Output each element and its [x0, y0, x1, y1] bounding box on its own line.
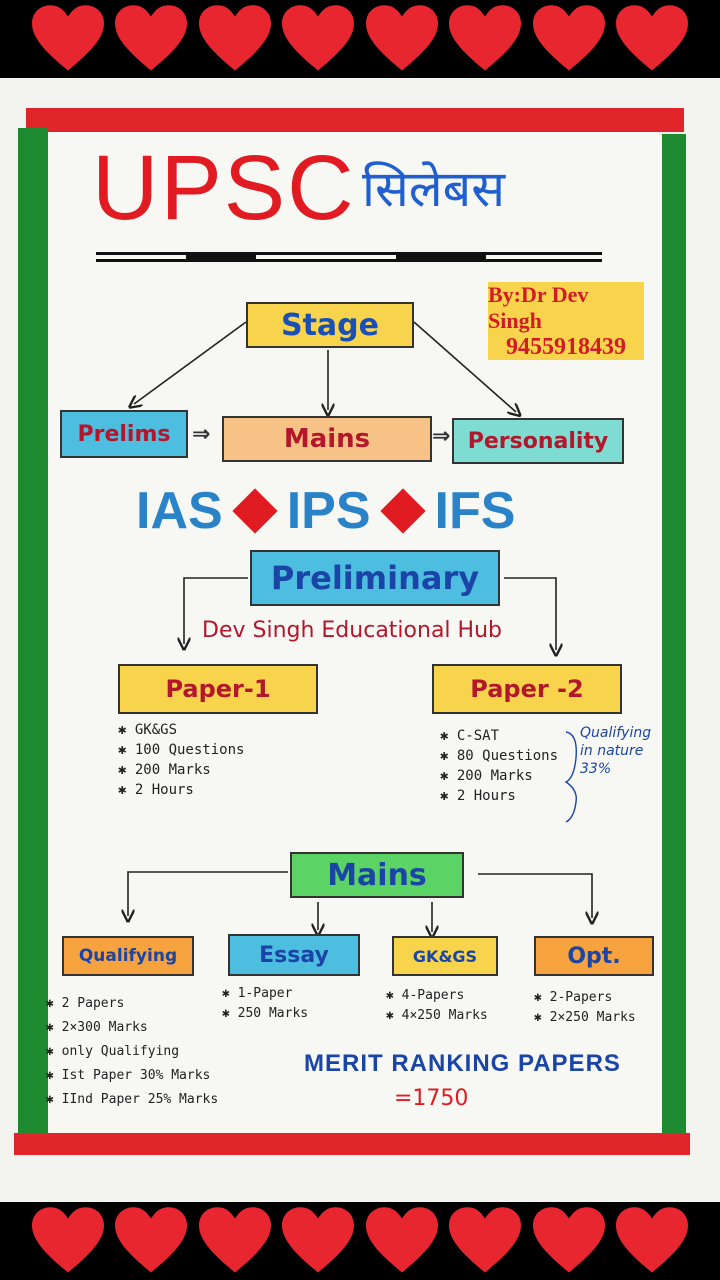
- optional-details: 2-Papers 2×250 Marks: [534, 988, 636, 1028]
- heart-icon: [532, 1207, 605, 1273]
- service-ifs: IFS: [434, 482, 516, 540]
- heart-icon: [31, 1207, 104, 1273]
- heart-icon: [198, 5, 271, 71]
- list-item: 2-Papers: [534, 988, 636, 1008]
- heart-icon: [282, 1207, 355, 1273]
- note-line: Qualifying: [580, 725, 652, 741]
- stage-mains: Mains: [222, 416, 432, 462]
- list-item: GK&GS: [118, 720, 244, 740]
- list-item: 2 Hours: [440, 786, 558, 806]
- list-item: 1-Paper: [222, 984, 308, 1004]
- list-item: 4-Papers: [386, 986, 488, 1006]
- merit-ranking-label: MERIT RANKING PAPERS: [304, 1050, 621, 1077]
- arrow-mains-personality: ⇒: [432, 424, 451, 449]
- diamond-icon: [379, 488, 426, 534]
- mains-optional-box: Opt.: [534, 936, 654, 976]
- paper1-details: GK&GS 100 Questions 200 Marks 2 Hours: [118, 720, 245, 800]
- heart-icon: [282, 5, 355, 71]
- preliminary-box: Preliminary: [250, 550, 500, 606]
- title-upsc: UPSC: [92, 137, 356, 239]
- list-item: 250 Marks: [222, 1004, 308, 1024]
- title-syllabus-hindi: सिलेबस: [362, 160, 505, 218]
- merit-total: =1750: [394, 1086, 469, 1111]
- red-border-bottom: [14, 1133, 690, 1155]
- heart-icon: [198, 1207, 271, 1273]
- paper1-box: Paper-1: [118, 664, 318, 714]
- heart-icon: [449, 5, 522, 71]
- syllabus-poster: UPSC सिलेबस Stage By:Dr Dev Singh 945591…: [0, 78, 720, 1202]
- hearts-bottom-row: [0, 1202, 720, 1280]
- paper2-box: Paper -2: [432, 664, 622, 714]
- author-byline: By:Dr Dev Singh 9455918439: [488, 282, 644, 360]
- stage-personality: Personality: [452, 418, 624, 464]
- green-border-left: [18, 128, 48, 1136]
- heart-icon: [365, 1207, 438, 1273]
- list-item: 4×250 Marks: [386, 1006, 488, 1026]
- list-item: Ist Paper 30% Marks: [46, 1064, 218, 1088]
- note-line: 33%: [580, 761, 612, 777]
- list-item: 200 Marks: [440, 766, 558, 786]
- heart-icon: [31, 5, 104, 71]
- mains-essay-box: Essay: [228, 934, 360, 976]
- green-border-right: [662, 134, 686, 1136]
- service-ips: IPS: [286, 482, 371, 540]
- note-line: in nature: [580, 743, 644, 759]
- list-item: only Qualifying: [46, 1040, 218, 1064]
- list-item: 100 Questions: [118, 740, 245, 760]
- mains-box: Mains: [290, 852, 464, 898]
- heart-icon: [365, 5, 438, 71]
- list-item: 2×300 Marks: [46, 1016, 218, 1040]
- heart-icon: [532, 5, 605, 71]
- qualifying-details: 2 Papers 2×300 Marks only Qualifying Ist…: [46, 992, 219, 1112]
- author-phone: 9455918439: [506, 333, 626, 360]
- heart-icon: [115, 1207, 188, 1273]
- heart-icon: [115, 5, 188, 71]
- service-ias: IAS: [136, 482, 223, 540]
- heart-icon: [616, 1207, 689, 1273]
- list-item: 2 Hours: [118, 780, 244, 800]
- arrow-prelims-mains: ⇒: [192, 422, 211, 447]
- list-item: 2×250 Marks: [534, 1008, 636, 1028]
- paper2-details: C-SAT 80 Questions 200 Marks 2 Hours: [440, 726, 558, 806]
- list-item: IInd Paper 25% Marks: [46, 1088, 219, 1112]
- list-item: 2 Papers: [46, 992, 218, 1016]
- paper2-qualifying-note: Qualifying in nature 33%: [580, 724, 651, 778]
- list-item: 80 Questions: [440, 746, 558, 766]
- list-item: 200 Marks: [118, 760, 244, 780]
- mains-gkgs-box: GK&GS: [392, 936, 498, 976]
- connector-lines: [0, 321, 720, 1202]
- red-border-top: [26, 108, 684, 132]
- gkgs-details: 4-Papers 4×250 Marks: [386, 986, 488, 1026]
- author-name: By:Dr Dev Singh: [488, 281, 589, 333]
- diamond-icon: [232, 488, 278, 534]
- services-row: IAS IPS IFS: [136, 478, 576, 544]
- list-item: C-SAT: [440, 726, 558, 746]
- title-underline: [96, 252, 602, 262]
- hearts-top-row: [0, 0, 720, 78]
- hub-name: Dev Singh Educational Hub: [202, 618, 502, 643]
- essay-details: 1-Paper 250 Marks: [222, 984, 308, 1024]
- stage-prelims: Prelims: [60, 410, 188, 458]
- mains-qualifying-box: Qualifying: [62, 936, 194, 976]
- heart-icon: [616, 5, 689, 71]
- heart-icon: [449, 1207, 522, 1273]
- stage-box: Stage: [246, 302, 414, 348]
